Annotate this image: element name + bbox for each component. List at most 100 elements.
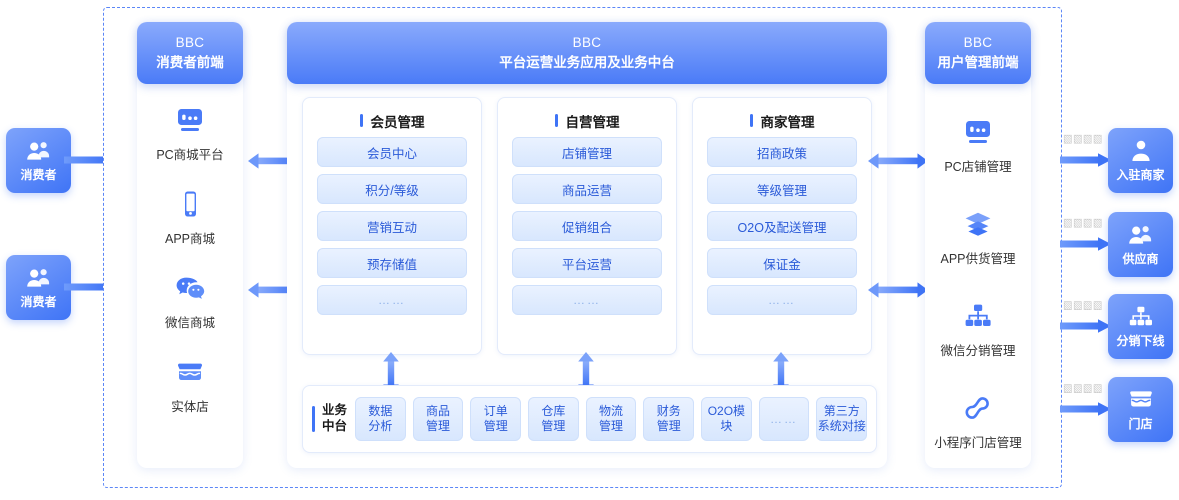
layers-icon	[963, 209, 993, 239]
module-item[interactable]: 积分/等级	[317, 174, 467, 204]
channel-app-mall[interactable]: APP商城	[137, 176, 243, 260]
actor-label: 消费者	[20, 294, 57, 309]
module-app-supply-management[interactable]: APP供货管理	[925, 192, 1031, 284]
arrow-to-store	[1060, 399, 1112, 424]
module-item[interactable]: 店铺管理	[512, 137, 662, 167]
midplatform-chip[interactable]: 数据分析	[355, 397, 406, 441]
module-item[interactable]: 等级管理	[707, 174, 857, 204]
group-title: 商家管理	[693, 104, 871, 137]
store-icon	[175, 357, 205, 387]
title-accent-bar	[554, 114, 558, 127]
header-line-1: BBC	[175, 35, 205, 51]
module-miniprogram-store-management[interactable]: 小程序门店管理	[925, 376, 1031, 468]
user-management-frontend-panel: PC店铺管理 APP供货管理	[925, 22, 1031, 468]
group-title: 自营管理	[498, 104, 676, 137]
channel-label: 微信商城	[164, 316, 215, 330]
users-icon	[26, 266, 52, 290]
midplatform-title-label: 业务中台	[322, 403, 348, 433]
module-item-more[interactable]: ……	[512, 285, 662, 315]
module-list: 店铺管理 商品运营 促销组合 平台运营 ……	[498, 137, 676, 315]
consumer-frontend-panel: PC商城平台 APP商城	[137, 22, 243, 468]
module-item[interactable]: 招商政策	[707, 137, 857, 167]
actor-label: 入驻商家	[1116, 167, 1165, 182]
title-accent-bar	[359, 114, 363, 127]
module-item[interactable]: 保证金	[707, 248, 857, 278]
module-wechat-distribution-management[interactable]: 微信分销管理	[925, 284, 1031, 376]
channel-wechat-mall[interactable]: 微信商城	[137, 260, 243, 344]
group-title-label: 商家管理	[760, 114, 815, 130]
midplatform-chip[interactable]: 商品管理	[412, 397, 464, 441]
module-label: 微信分销管理	[940, 344, 1016, 358]
actor-consumer-1[interactable]: 消费者	[6, 128, 71, 193]
channel-pc-mall[interactable]: PC商城平台	[137, 92, 243, 176]
channel-physical-store[interactable]: 实体店	[137, 344, 243, 428]
channel-label: APP商城	[164, 232, 215, 246]
watermark-text-2: ▧▧▧▧	[1063, 217, 1103, 230]
midplatform-chip[interactable]: 物流管理	[585, 397, 637, 441]
user-management-frontend-header: BBC 用户管理前端	[925, 22, 1031, 84]
sitemap-icon	[963, 301, 993, 331]
midplatform-title: 业务中台	[312, 403, 347, 434]
monitor-icon	[175, 105, 205, 135]
module-item[interactable]: 促销组合	[512, 211, 662, 241]
module-group-merchant-management: 商家管理 招商政策 等级管理 O2O及配送管理 保证金 ……	[692, 97, 872, 355]
module-label: APP供货管理	[940, 252, 1016, 266]
store-icon	[1128, 388, 1154, 412]
module-pc-shop-management[interactable]: PC店铺管理	[925, 100, 1031, 192]
arrow-center-rightfrontend-bottom	[868, 281, 928, 304]
actor-label: 消费者	[20, 167, 57, 182]
watermark-text-1: ▧▧▧▧	[1063, 133, 1103, 146]
channel-label: 实体店	[171, 400, 209, 414]
arrow-center-rightfrontend-top	[868, 152, 928, 175]
header-line-1: BBC	[963, 35, 993, 51]
actor-resident-merchant[interactable]: 入驻商家	[1108, 128, 1173, 193]
module-item-more[interactable]: ……	[707, 285, 857, 315]
channel-list: PC商城平台 APP商城	[137, 92, 243, 428]
mobile-icon	[175, 189, 205, 219]
midplatform-chip[interactable]: O2O模块	[701, 397, 752, 441]
actor-label: 分销下线	[1116, 333, 1165, 348]
actor-store[interactable]: 门店	[1108, 377, 1173, 442]
module-group-member-management: 会员管理 会员中心 积分/等级 营销互动 预存储值 ……	[302, 97, 482, 355]
miniprogram-icon	[963, 393, 993, 423]
actor-consumer-2[interactable]: 消费者	[6, 255, 71, 320]
midplatform-chip[interactable]: 订单管理	[470, 397, 522, 441]
module-list: 招商政策 等级管理 O2O及配送管理 保证金 ……	[693, 137, 871, 315]
title-accent-bar	[312, 406, 315, 432]
module-item[interactable]: 会员中心	[317, 137, 467, 167]
module-item[interactable]: O2O及配送管理	[707, 211, 857, 241]
actor-label: 门店	[1128, 416, 1153, 431]
module-item[interactable]: 商品运营	[512, 174, 662, 204]
midplatform-chip[interactable]: 财务管理	[643, 397, 695, 441]
title-accent-bar	[749, 114, 753, 127]
actor-supplier[interactable]: 供应商	[1108, 212, 1173, 277]
header-line-2: 消费者前端	[156, 55, 224, 70]
arrow-to-supplier	[1060, 234, 1112, 259]
module-item[interactable]: 营销互动	[317, 211, 467, 241]
consumer-frontend-header: BBC 消费者前端	[137, 22, 243, 84]
group-title-label: 自营管理	[565, 114, 620, 130]
midplatform-chip[interactable]: 第三方系统对接	[816, 397, 868, 441]
module-label: PC店铺管理	[944, 160, 1012, 174]
business-midplatform-strip: 业务中台 数据分析 商品管理 订单管理 仓库管理 物流管理 财务管理 O2O模块…	[302, 385, 877, 453]
management-module-list: PC店铺管理 APP供货管理	[925, 100, 1031, 468]
watermark-text-4: ▧▧▧▧	[1063, 382, 1103, 395]
user-tie-icon	[1128, 139, 1154, 163]
module-label: 小程序门店管理	[934, 436, 1022, 450]
module-group-self-operation: 自营管理 店铺管理 商品运营 促销组合 平台运营 ……	[497, 97, 677, 355]
header-line-2: 用户管理前端	[937, 55, 1019, 70]
midplatform-chip[interactable]: 仓库管理	[528, 397, 579, 441]
module-list: 会员中心 积分/等级 营销互动 预存储值 ……	[303, 137, 481, 315]
arrow-to-merchant	[1060, 150, 1112, 175]
module-item[interactable]: 预存储值	[317, 248, 467, 278]
module-item[interactable]: 平台运营	[512, 248, 662, 278]
arrow-to-distributor	[1060, 316, 1112, 341]
midplatform-chip-more[interactable]: ……	[758, 397, 810, 441]
module-item-more[interactable]: ……	[317, 285, 467, 315]
group-title: 会员管理	[303, 104, 481, 137]
platform-operations-header: BBC 平台运营业务应用及业务中台	[287, 22, 887, 84]
channel-label: PC商城平台	[156, 148, 224, 162]
actor-distribution-downline[interactable]: 分销下线	[1108, 294, 1173, 359]
users-icon	[26, 139, 52, 163]
